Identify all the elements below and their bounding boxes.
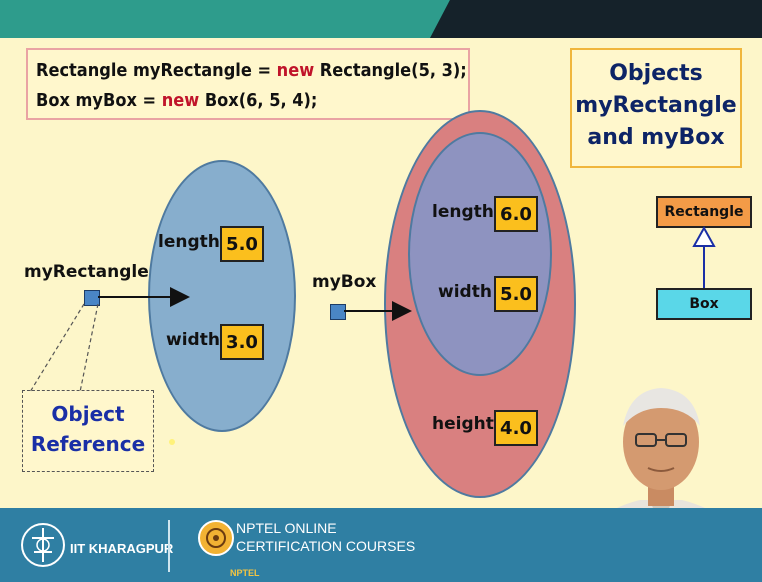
- uml-rectangle-class: Rectangle: [656, 196, 752, 228]
- iit-kharagpur-logo-icon: [20, 518, 66, 572]
- box-object-inner-oval: [408, 132, 552, 376]
- code-line-2: Box myBox = new Box(6, 5, 4);: [36, 86, 460, 116]
- my-box-label: myBox: [312, 272, 376, 292]
- rectangle-object-oval: [148, 160, 296, 432]
- code-type-1: Rectangle myRectangle =: [36, 60, 277, 81]
- title-line-3: and myBox: [572, 122, 740, 154]
- code-type-2: Box myBox =: [36, 90, 162, 111]
- my-rectangle-ref-square: [84, 290, 100, 306]
- rect-width-label: width: [166, 330, 220, 350]
- code-snippet: Rectangle myRectangle = new Rectangle(5,…: [26, 48, 470, 120]
- box-width-label: width: [438, 282, 492, 302]
- uml-box-class: Box: [656, 288, 752, 320]
- rect-length-value: 5.0: [220, 226, 264, 262]
- box-height-label: height: [432, 414, 494, 434]
- title-line-1: Objects: [572, 58, 740, 90]
- title-line-2: myRectangle: [572, 90, 740, 122]
- object-reference-line-2: Reference: [23, 429, 153, 459]
- slide-title: Objects myRectangle and myBox: [570, 48, 742, 168]
- my-box-ref-square: [330, 304, 346, 320]
- rect-width-value: 3.0: [220, 324, 264, 360]
- code-keyword-1: new: [277, 60, 314, 81]
- box-length-value: 6.0: [494, 196, 538, 232]
- box-length-label: length: [432, 202, 494, 222]
- nptel-logo-icon: [196, 518, 236, 564]
- code-line-1: Rectangle myRectangle = new Rectangle(5,…: [36, 56, 460, 86]
- object-reference-line-1: Object: [23, 399, 153, 429]
- object-reference-callout: Object Reference: [22, 390, 154, 472]
- top-bar-dark-section: [430, 0, 762, 38]
- rect-length-label: length: [158, 232, 220, 252]
- my-rectangle-label: myRectangle: [24, 262, 149, 282]
- footer-nptel-line-1: NPTEL ONLINE: [236, 520, 337, 536]
- code-rest-2: Box(6, 5, 4);: [199, 90, 317, 111]
- code-rest-1: Rectangle(5, 3);: [314, 60, 467, 81]
- code-keyword-2: new: [162, 90, 199, 111]
- footer-nptel-small: NPTEL: [230, 568, 260, 578]
- footer-divider: [168, 520, 170, 572]
- footer-nptel-line-2: CERTIFICATION COURSES: [236, 538, 415, 554]
- box-height-value: 4.0: [494, 410, 538, 446]
- box-width-value: 5.0: [494, 276, 538, 312]
- footer-iit-kharagpur: IIT KHARAGPUR: [70, 541, 173, 556]
